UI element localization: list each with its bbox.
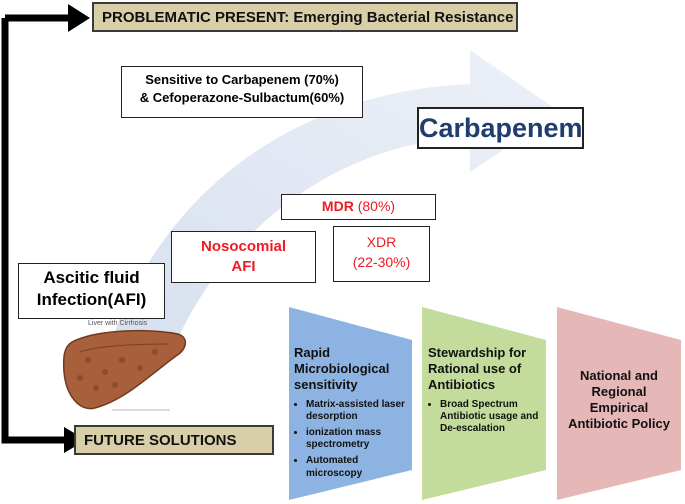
panel-rapid-bullets: Matrix-assisted laser desorption ionizat… bbox=[294, 399, 406, 480]
panel-rapid: Rapid Microbiological sensitivity Matrix… bbox=[294, 345, 406, 484]
panel-stewardship-bullet: Broad Spectrum Antibiotic usage and De-e… bbox=[440, 399, 540, 436]
future-banner-label: FUTURE SOLUTIONS bbox=[84, 432, 237, 449]
mdr-label: MDR bbox=[321, 198, 354, 214]
carbapenem-box: Carbapenem bbox=[417, 107, 584, 149]
xdr-box: XDR (22-30%) bbox=[333, 226, 430, 282]
present-arrow-head bbox=[68, 4, 90, 32]
afi-line-2: Infection(AFI) bbox=[36, 290, 147, 310]
panel-policy-shape bbox=[557, 307, 681, 500]
problematic-present-banner: PROBLEMATIC PRESENT: Emerging Bacterial … bbox=[92, 2, 518, 32]
afi-line-1: Ascitic fluid bbox=[43, 268, 140, 287]
panel-stewardship-bullets: Broad Spectrum Antibiotic usage and De-e… bbox=[428, 399, 540, 436]
afi-box: Ascitic fluid Infection(AFI) bbox=[18, 263, 165, 319]
sensitive-box: Sensitive to Carbapenem (70%) & Cefopera… bbox=[121, 66, 363, 118]
panel-policy: National and Regional Empirical Antibiot… bbox=[562, 368, 676, 431]
future-solutions-banner: FUTURE SOLUTIONS bbox=[74, 425, 274, 455]
nosocomial-line-2: AFI bbox=[231, 257, 256, 275]
sensitive-line-2: & Cefoperazone-Sulbactum(60%) bbox=[139, 89, 345, 105]
mdr-box: MDR (80%) bbox=[281, 194, 436, 220]
xdr-label: XDR bbox=[366, 234, 397, 250]
panel-rapid-shape bbox=[289, 307, 412, 500]
timeline-connector bbox=[1, 18, 68, 444]
xdr-percent: (22-30%) bbox=[352, 253, 411, 270]
panel-rapid-title: Rapid Microbiological sensitivity bbox=[294, 345, 390, 392]
mdr-percent: (80%) bbox=[357, 198, 396, 214]
liver-image bbox=[62, 329, 187, 411]
panel-rapid-bullet: Automated microscopy bbox=[306, 455, 406, 479]
panel-stewardship-shape bbox=[422, 307, 546, 500]
panel-stewardship-title: Stewardship for Rational use of Antibiot… bbox=[428, 345, 527, 392]
panel-stewardship: Stewardship for Rational use of Antibiot… bbox=[428, 345, 540, 439]
panel-policy-title: National and Regional Empirical Antibiot… bbox=[568, 368, 670, 431]
liver-caption: Liver with Cirrhosis bbox=[88, 320, 148, 327]
carbapenem-label: Carbapenem bbox=[419, 113, 583, 143]
nosocomial-afi-box: Nosocomial AFI bbox=[171, 231, 316, 283]
nosocomial-line-1: Nosocomial bbox=[200, 238, 287, 255]
panel-rapid-bullet: ionization mass spectrometry bbox=[306, 427, 406, 451]
present-banner-label: PROBLEMATIC PRESENT: Emerging Bacterial … bbox=[102, 9, 514, 26]
panel-rapid-bullet: Matrix-assisted laser desorption bbox=[306, 399, 406, 423]
sensitive-line-1: Sensitive to Carbapenem (70%) bbox=[145, 72, 339, 87]
